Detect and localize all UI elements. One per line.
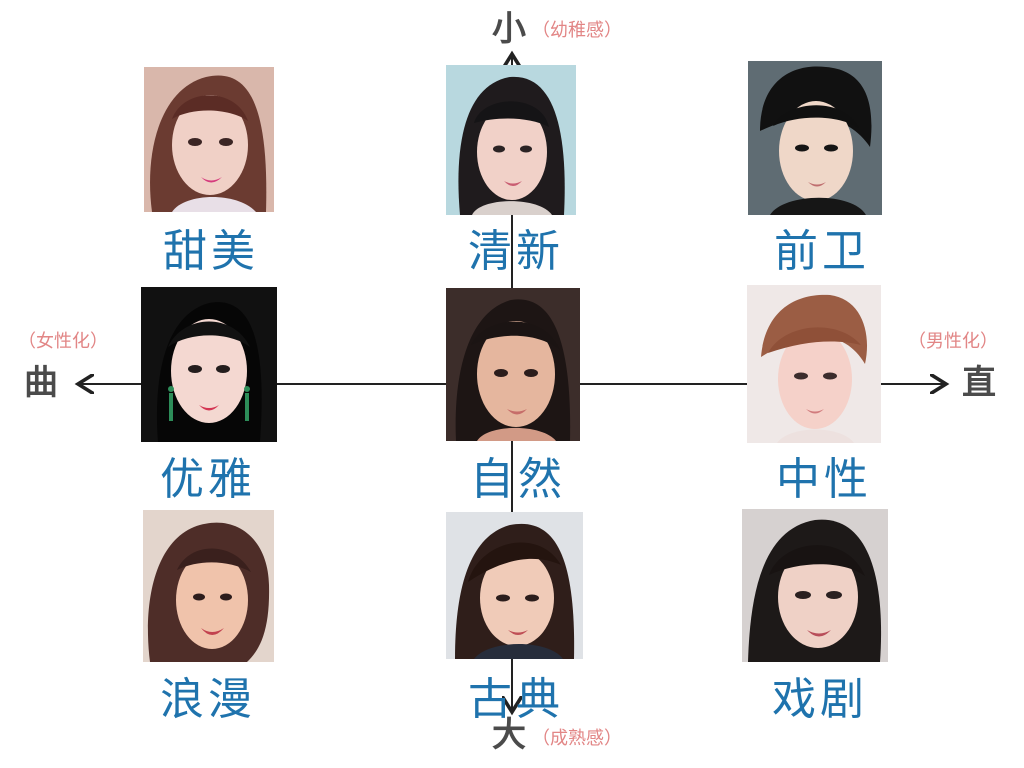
dramatic-portrait [742, 509, 888, 662]
natural-label: 自然 [470, 454, 566, 505]
romantic-portrait [143, 510, 274, 662]
sweet-label: 甜美 [163, 226, 259, 277]
elegant-label: 优雅 [160, 454, 256, 505]
axis-left-label: 曲 [24, 363, 58, 403]
axis-top-label: 小 [492, 9, 526, 49]
dramatic-label: 戏剧 [772, 674, 868, 725]
axis-right-note: （男性化） [908, 331, 998, 352]
fresh-label: 清新 [468, 226, 564, 277]
axis-top-note: （幼稚感） [532, 20, 622, 41]
elegant-face-image [141, 287, 277, 442]
sweet-portrait [144, 67, 274, 212]
axis-bottom-label: 大 [492, 715, 526, 755]
axis-left-note: （女性化） [18, 331, 108, 352]
classical-face-image [446, 512, 583, 659]
fresh-face-image [446, 65, 576, 215]
elegant-portrait [141, 287, 277, 442]
avant-label: 前卫 [774, 226, 870, 277]
neutral-label: 中性 [776, 454, 872, 505]
avant-face-image [748, 61, 882, 215]
sweet-face-image [144, 67, 274, 212]
neutral-face-image [747, 285, 881, 443]
axis-bottom-note: （成熟感） [532, 728, 622, 749]
natural-portrait [446, 288, 580, 441]
axis-right-label: 直 [962, 363, 996, 403]
avant-portrait [748, 61, 882, 215]
romantic-face-image [143, 510, 274, 662]
dramatic-face-image [742, 509, 888, 662]
romantic-label: 浪漫 [160, 674, 256, 725]
natural-face-image [446, 288, 580, 441]
fresh-portrait [446, 65, 576, 215]
classical-portrait [446, 512, 583, 659]
neutral-portrait [747, 285, 881, 443]
